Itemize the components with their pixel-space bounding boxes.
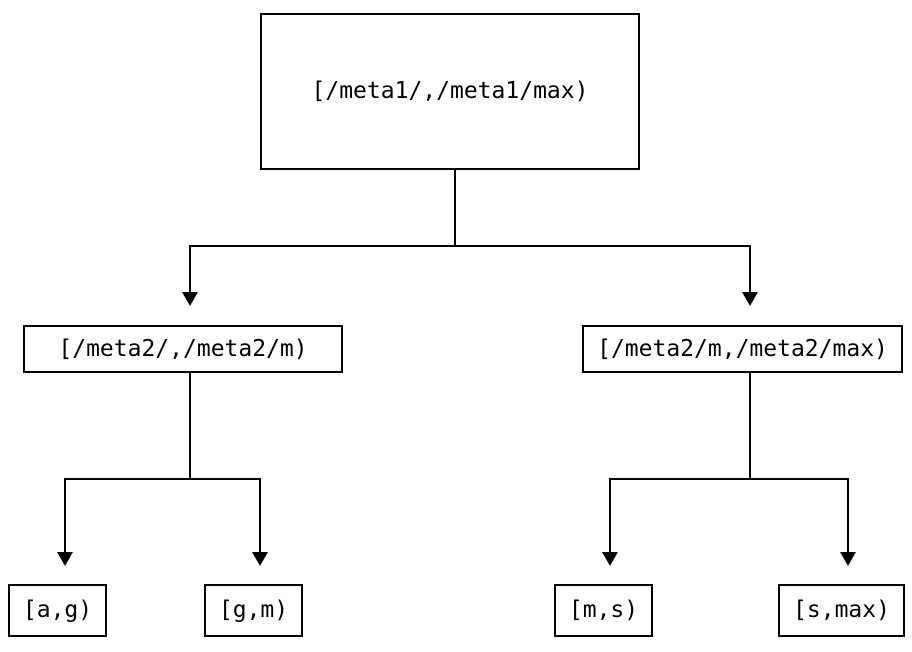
arrow-down-icon [742, 292, 758, 306]
node-label: [/meta2/,/meta2/m) [58, 335, 308, 362]
node-label: [s,max) [793, 597, 890, 623]
node-label: [g,m) [218, 597, 289, 623]
node-leaf-m-s: [m,s) [554, 584, 653, 637]
arrow-down-icon [840, 552, 856, 566]
node-label: [a,g) [22, 597, 93, 623]
node-meta2-low: [/meta2/,/meta2/m) [23, 325, 343, 373]
node-label: [m,s) [568, 597, 639, 623]
arrow-down-icon [182, 292, 198, 306]
node-leaf-s-max: [s,max) [778, 584, 905, 637]
node-leaf-g-m: [g,m) [204, 584, 303, 637]
node-label: [/meta1/,/meta1/max) [311, 78, 589, 104]
arrow-down-icon [57, 552, 73, 566]
node-meta2-high: [/meta2/m,/meta2/max) [582, 325, 903, 373]
arrow-down-icon [252, 552, 268, 566]
node-label: [/meta2/m,/meta2/max) [597, 335, 888, 362]
node-root: [/meta1/,/meta1/max) [260, 13, 640, 170]
node-leaf-a-g: [a,g) [8, 584, 107, 637]
arrow-down-icon [602, 552, 618, 566]
